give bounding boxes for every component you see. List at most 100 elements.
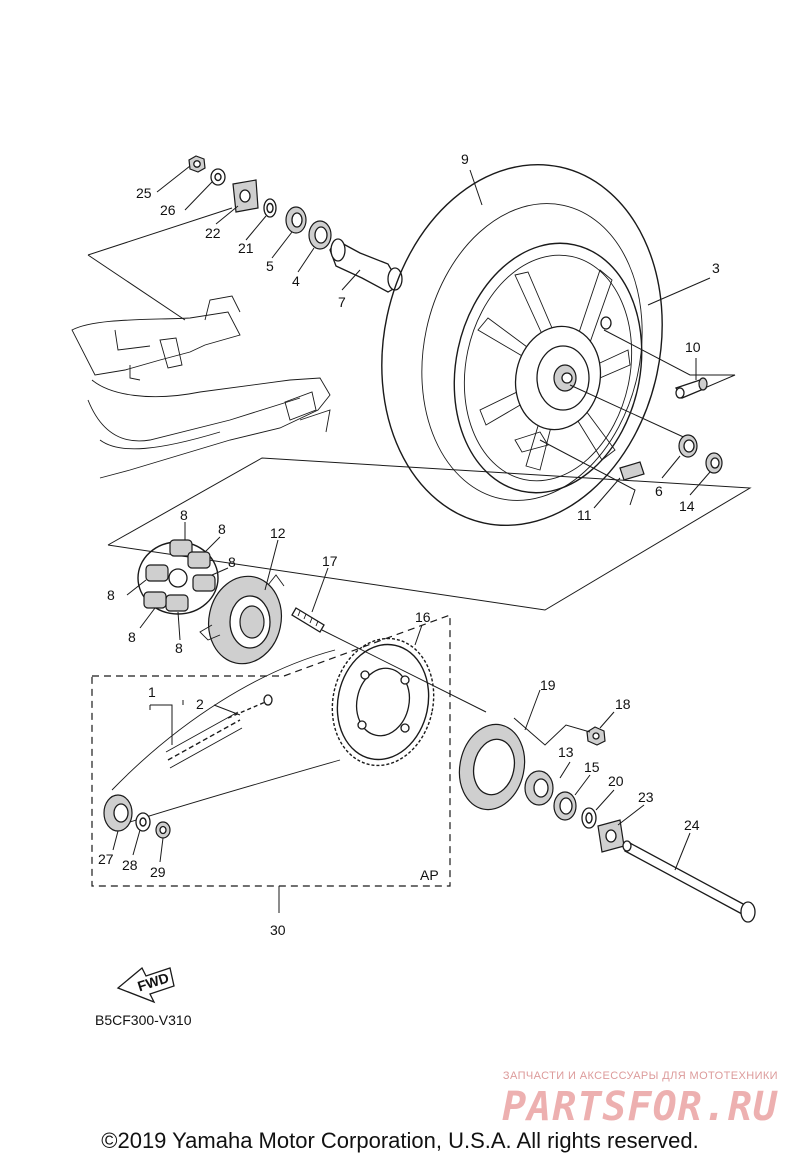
callout-23: 23 — [638, 789, 654, 805]
part-16-rear-sprocket — [331, 637, 435, 767]
callout-19: 19 — [540, 677, 556, 693]
damper-assembly-bracket — [107, 457, 752, 611]
leader-5 — [271, 231, 293, 259]
damper-leader-e — [139, 607, 156, 629]
part-18-nut — [586, 726, 606, 746]
leader-4 — [297, 247, 315, 273]
stud-leader — [311, 567, 329, 613]
damper-leader-b — [204, 536, 221, 553]
part-1-drive-chain — [165, 711, 243, 769]
part-22-adjuster-plate — [232, 179, 259, 213]
callout-30: 30 — [270, 922, 286, 938]
callout-8a: 8 — [180, 507, 188, 523]
fwd-arrow-icon: FWD — [116, 966, 175, 1004]
axle-leader-upper — [87, 207, 233, 256]
leader-14 — [689, 471, 711, 496]
leader-28 — [132, 829, 141, 856]
part-9-tire — [381, 163, 663, 527]
leader-27 — [112, 830, 119, 851]
part-2-joint — [227, 694, 273, 719]
callout-16: 16 — [415, 609, 431, 625]
part-25-nut — [188, 155, 206, 173]
part-11-balance-weight — [619, 461, 645, 481]
callout-13: 13 — [558, 744, 574, 760]
callout-10: 10 — [685, 339, 701, 355]
callout-18: 18 — [615, 696, 631, 712]
leader-24 — [674, 832, 691, 871]
callout-20: 20 — [608, 773, 624, 789]
valve-leader — [603, 329, 736, 391]
part-15-oil-seal — [553, 791, 577, 821]
callout-15: 15 — [584, 759, 600, 775]
chain-lower-run — [129, 759, 341, 823]
callout-11: 11 — [577, 507, 592, 523]
leader-6 — [661, 455, 681, 479]
leader-19 — [524, 689, 541, 731]
callout-8b: 8 — [218, 521, 226, 537]
sprocket-leader — [414, 624, 423, 646]
part-8-damper-set — [137, 539, 219, 615]
callout-12: 12 — [270, 525, 286, 541]
part-14-oil-seal — [705, 452, 723, 474]
axle-leader-lower — [87, 254, 186, 321]
callout-27: 27 — [98, 851, 114, 867]
part-5-oil-seal — [285, 206, 307, 234]
callout-numbers: 25 26 22 21 5 4 7 9 3 10 6 14 11 8 8 8 8… — [98, 151, 720, 938]
callout-5: 5 — [266, 258, 274, 274]
leader-18 — [599, 711, 615, 729]
leader-21 — [245, 215, 267, 241]
part-21-collar — [263, 198, 277, 218]
part-27-drive-sprocket — [103, 794, 133, 832]
part-28-washer — [135, 812, 151, 832]
leader-23 — [617, 804, 645, 826]
part-3-wheel — [453, 242, 643, 494]
part-6-bearing — [678, 434, 698, 458]
part-7-spacer — [329, 238, 403, 293]
leader-13 — [559, 761, 571, 779]
hub-leader-12 — [264, 539, 279, 591]
part-12-sprocket-hub — [199, 574, 285, 665]
callout-8f: 8 — [175, 640, 183, 656]
damper-leader-f — [177, 611, 181, 641]
weight-leader — [539, 439, 636, 506]
chain-leader — [150, 704, 173, 745]
ap-assembly-box — [91, 614, 451, 887]
part-24-rear-axle — [622, 840, 756, 923]
copyright-notice: ©2019 Yamaha Motor Corporation, U.S.A. A… — [101, 1128, 699, 1153]
callout-29: 29 — [150, 864, 166, 880]
leader-18-bracket — [513, 717, 591, 746]
callout-14: 14 — [679, 498, 695, 514]
part-19-sprocket-guard — [458, 723, 526, 811]
swingarm-outline — [71, 295, 331, 479]
damper-leader-c — [211, 567, 229, 576]
leader-26 — [184, 181, 213, 211]
leader-15 — [574, 774, 591, 796]
callout-1: 1 — [148, 684, 156, 700]
callout-7: 7 — [338, 294, 346, 310]
leader-20 — [595, 789, 615, 811]
leader-7 — [341, 269, 361, 291]
callout-25: 25 — [136, 185, 152, 201]
callout-17: 17 — [322, 553, 338, 569]
callout-6: 6 — [655, 483, 663, 499]
part-23-adjuster-plate — [597, 819, 625, 853]
watermark-tagline: ЗАПЧАСТИ И АКСЕССУАРЫ ДЛЯ МОТОТЕХНИКИ — [502, 1070, 778, 1082]
callout-4: 4 — [292, 273, 300, 289]
leader-3 — [647, 277, 711, 306]
chain-upper-run — [111, 649, 336, 791]
part-26-washer — [210, 168, 226, 186]
leader-11 — [593, 477, 621, 509]
part-29-nut — [155, 821, 171, 839]
part-20-collar — [581, 807, 597, 829]
damper-leader-d — [126, 579, 147, 596]
callout-24: 24 — [684, 817, 700, 833]
leader-25 — [156, 165, 191, 193]
leader-9 — [469, 169, 483, 206]
callout-26: 26 — [160, 202, 176, 218]
callout-8d: 8 — [107, 587, 115, 603]
watermark-logo: PARTSFOR.RU — [502, 1084, 778, 1130]
callout-8c: 8 — [228, 554, 236, 570]
part-4-bearing — [308, 220, 332, 250]
part-17-stud-bolt — [291, 607, 325, 633]
leader-22 — [215, 205, 239, 225]
